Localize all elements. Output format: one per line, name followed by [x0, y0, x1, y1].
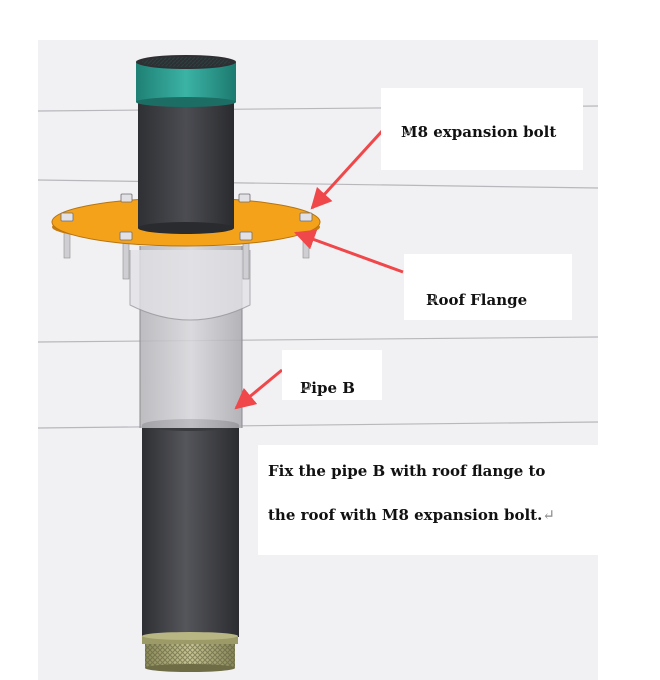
pipe-b-translucent: [129, 246, 251, 428]
instruction-line-1: Fix the pipe B with roof flange to: [268, 462, 546, 480]
bolt-head-2: [119, 231, 133, 241]
pipe-b-lower: [142, 419, 239, 637]
label-roof-flange: Roof Flange↵: [404, 254, 572, 320]
pipe-upper: [138, 98, 234, 234]
instruction-line-2: the roof with M8 expansion bolt.: [268, 506, 543, 524]
arrow-bolt: [310, 128, 385, 210]
return-mark: ↵: [426, 291, 439, 309]
top-cap: [136, 55, 236, 107]
bottom-mesh-cap: [142, 632, 238, 672]
label-pipe-b: Pipe B↵: [282, 350, 382, 400]
label-bolt-text: M8 expansion bolt: [401, 123, 557, 141]
roof-line-4: [37, 421, 599, 429]
label-pipe-text: Pipe B: [300, 379, 355, 397]
return-mark: ↵: [300, 379, 313, 397]
bolt-head-1: [60, 212, 74, 222]
bolt-head-4: [299, 212, 313, 222]
label-flange-text: Roof Flange: [426, 291, 528, 309]
arrow-flange: [294, 229, 404, 274]
bolt-heads: [60, 193, 313, 241]
bolt-head-3: [239, 231, 253, 241]
return-mark: ↵: [542, 506, 555, 524]
bolt-head-6: [238, 193, 251, 203]
roof-line-2: [37, 179, 599, 189]
label-m8-expansion-bolt: M8 expansion bolt↵: [381, 88, 583, 170]
arrow-pipe: [234, 368, 283, 410]
instruction-note: Fix the pipe B with roof flange to the r…: [258, 445, 598, 555]
return-mark: ↵: [401, 123, 414, 141]
bolt-head-5: [120, 193, 133, 203]
roof-line-3: [37, 336, 599, 343]
callout-arrows: [234, 128, 404, 410]
